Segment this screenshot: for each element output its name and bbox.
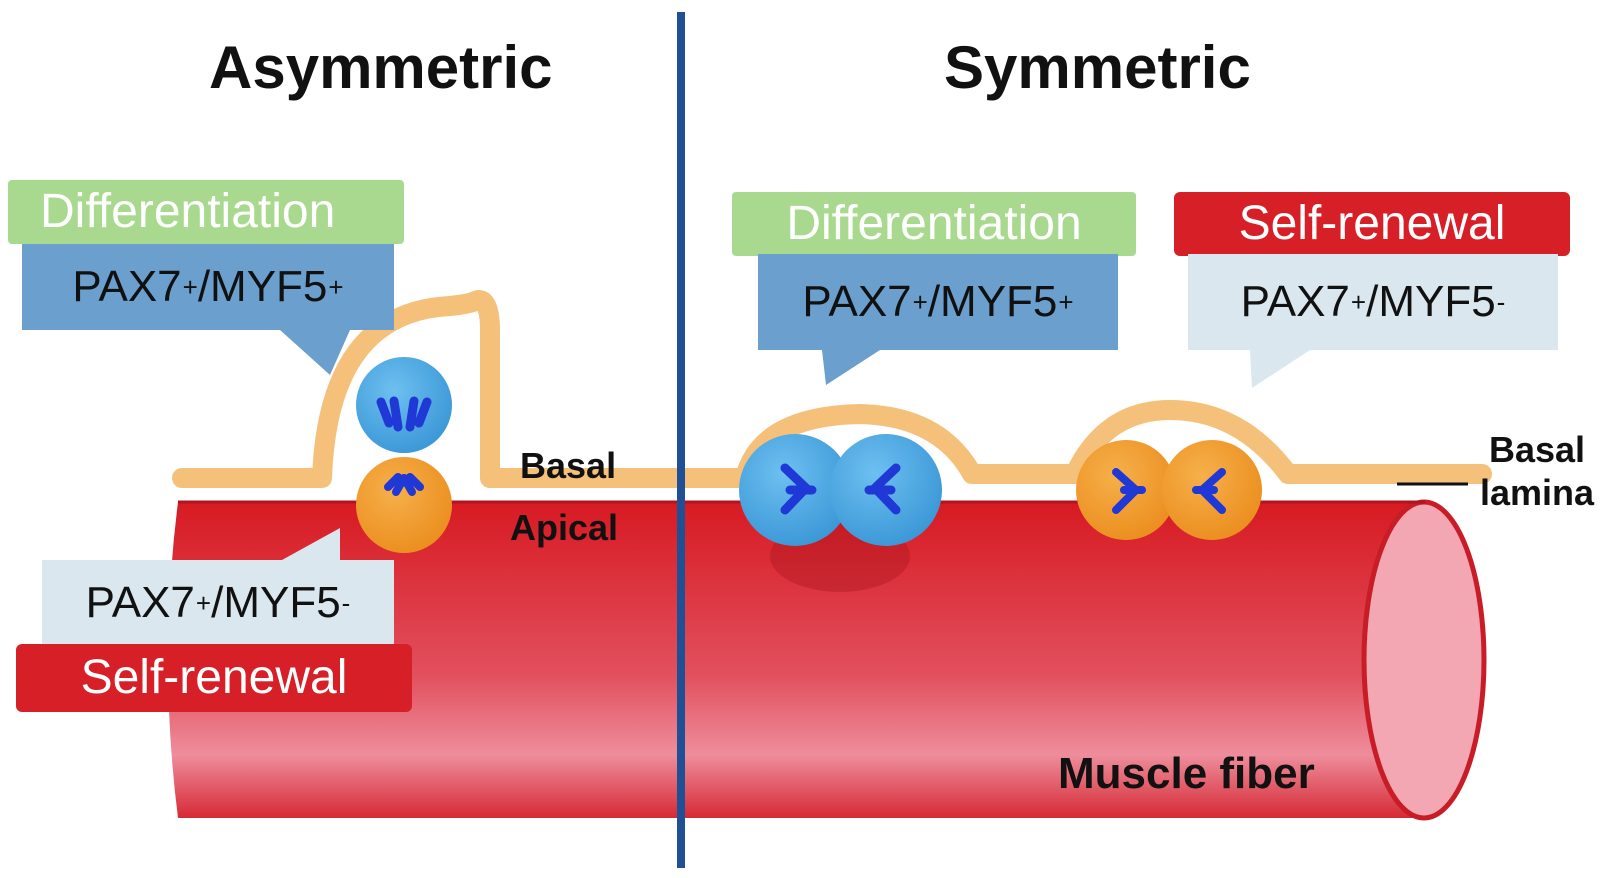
asym-chromosomes-bottom — [384, 473, 424, 496]
asym-bottom-callout-tail — [282, 528, 340, 560]
marker-sup: + — [912, 287, 928, 317]
asym-top-marker: PAX7+/MYF5+ — [22, 244, 394, 330]
sym-self-renewal-label: Self-renewal — [1174, 192, 1570, 256]
muscle-fiber-end — [1361, 499, 1487, 821]
marker-mid: /MYF5 — [211, 578, 341, 627]
marker-sup: - — [1496, 287, 1506, 317]
sym-renew-callout-tail — [1250, 350, 1310, 388]
marker-base: PAX7 — [85, 578, 195, 627]
marker-mid: /MYF5 — [197, 262, 328, 311]
asym-self-renewal-label: Self-renewal — [16, 644, 412, 712]
sym-renew-marker: PAX7+/MYF5- — [1188, 254, 1558, 350]
sym-orange-chromosomes — [1112, 468, 1226, 514]
sym-diff-callout-tail — [822, 350, 880, 385]
muscle-fiber-body — [168, 502, 1425, 818]
marker-sup: + — [1058, 287, 1074, 317]
muscle-fiber-label: Muscle fiber — [1058, 749, 1315, 798]
marker-base: PAX7 — [1240, 277, 1350, 326]
marker-sup: + — [328, 272, 344, 302]
basal-lamina-label: Basal lamina — [1480, 428, 1594, 514]
asym-bottom-marker: PAX7+/MYF5- — [42, 560, 394, 646]
symmetric-heading: Symmetric — [944, 34, 1251, 101]
asym-chromosomes-top — [376, 396, 432, 432]
asym-orange-cell — [356, 457, 452, 553]
basal-lamina-line2: lamina — [1480, 472, 1595, 514]
marker-mid: /MYF5 — [1366, 277, 1496, 326]
sym-blue-chromosomes — [780, 463, 901, 515]
basal-lamina-line1: Basal — [1488, 429, 1586, 470]
marker-mid: /MYF5 — [927, 277, 1058, 326]
asymmetric-heading: Asymmetric — [209, 34, 553, 101]
asym-differentiation-label: Differentiation — [8, 180, 404, 244]
marker-sup: + — [182, 272, 198, 302]
marker-sup: + — [195, 588, 212, 618]
sym-diff-marker: PAX7+/MYF5+ — [758, 254, 1118, 350]
sym-differentiation-label: Differentiation — [732, 192, 1136, 256]
marker-sup: - — [341, 588, 351, 618]
asym-top-callout-tail — [280, 330, 350, 375]
basal-label: Basal — [520, 445, 617, 486]
basal-lamina-membrane — [172, 290, 1492, 488]
marker-sup: + — [1350, 287, 1367, 317]
apical-label: Apical — [510, 507, 619, 548]
asym-blue-cell — [356, 357, 452, 453]
marker-base: PAX7 — [802, 277, 912, 326]
marker-base: PAX7 — [72, 262, 182, 311]
